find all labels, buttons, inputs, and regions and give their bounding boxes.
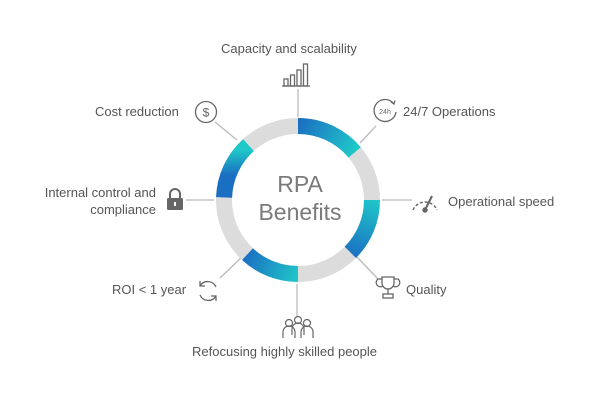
center-title-line1: RPA xyxy=(277,171,323,197)
bar-chart-icon xyxy=(281,60,311,90)
benefit-refocusing-label: Refocusing highly skilled people xyxy=(192,344,378,359)
refresh-icon xyxy=(193,276,223,306)
trophy-icon xyxy=(373,272,403,302)
dollar-icon: $ xyxy=(191,97,221,127)
ring-segment-bottom xyxy=(242,248,299,282)
clock-24h-icon: 24h xyxy=(370,96,400,126)
connector-lines xyxy=(186,89,412,316)
benefit-capacity-label: Capacity and scalability xyxy=(221,41,357,56)
benefit-speed-label: Operational speed xyxy=(448,194,555,209)
people-icon xyxy=(281,314,315,344)
ring-segment-right xyxy=(344,199,380,258)
center-title-line2: Benefits xyxy=(258,199,342,225)
ring-segment-left xyxy=(216,139,255,198)
benefit-control-label-line1: Internal control and xyxy=(44,185,156,200)
clock-24h-text: 24h xyxy=(379,109,391,116)
benefit-control-label-line2: compliance xyxy=(90,202,156,217)
ring-segment-top xyxy=(297,118,361,158)
benefit-quality-label: Quality xyxy=(406,282,447,297)
lock-icon xyxy=(160,185,190,215)
benefit-roi-label: ROI < 1 year xyxy=(112,282,187,297)
svg-text:$: $ xyxy=(203,106,210,120)
speedometer-icon xyxy=(410,186,440,216)
benefit-operations-label: 24/7 Operations xyxy=(403,104,496,119)
benefit-cost-label: Cost reduction xyxy=(95,104,179,119)
